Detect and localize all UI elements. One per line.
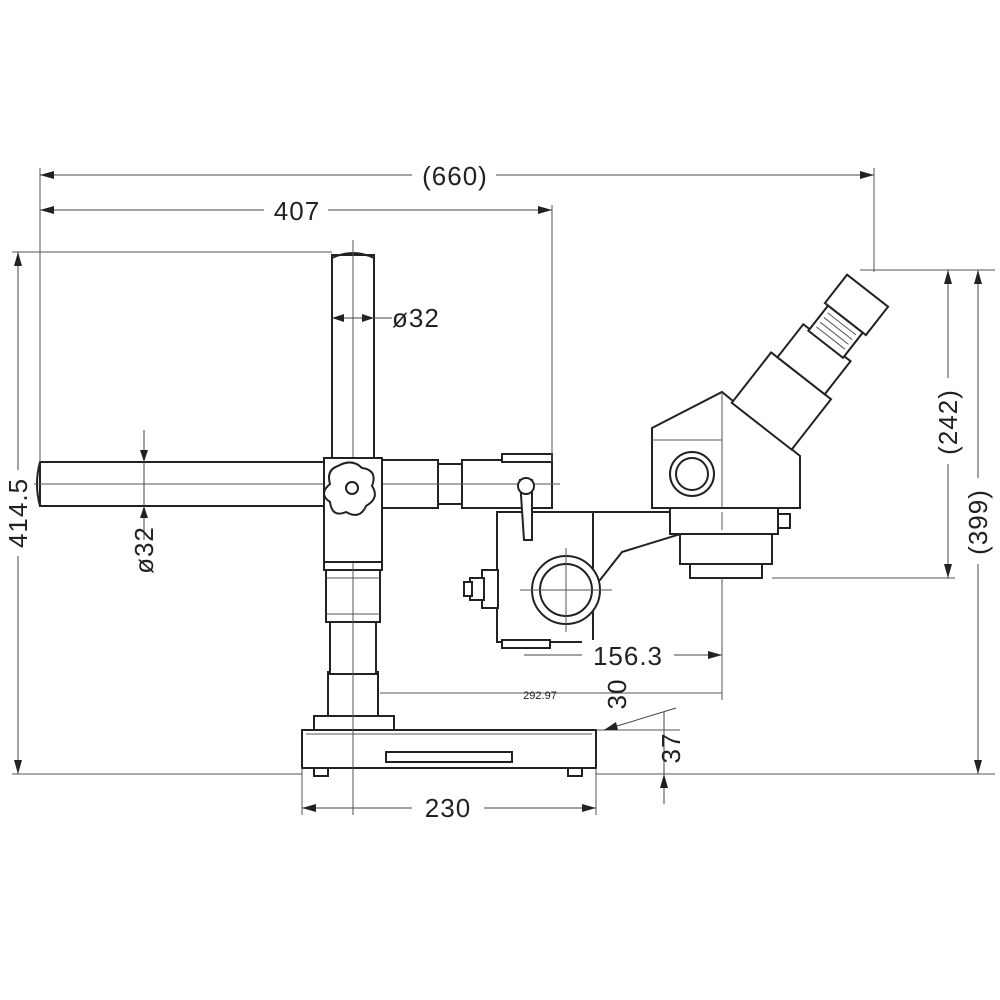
pillar-diameter-label: ø32	[392, 303, 440, 333]
head-height-label: (242)	[933, 389, 963, 455]
overall-height-label: 414.5	[3, 478, 33, 548]
dim-arm-reach: 407	[40, 194, 552, 226]
dim-base-width: 230	[302, 792, 596, 824]
base-thickness-label: 37	[656, 733, 686, 764]
dim-overall-height: 414.5	[2, 252, 34, 774]
dim-focus-offset: 156.3	[524, 640, 722, 671]
pillar-clamp	[323, 457, 383, 563]
total-head-height-label: (399)	[963, 489, 993, 555]
dim-base-thickness: 37	[656, 712, 686, 804]
microscope-head	[651, 273, 890, 579]
overall-width-label: (660)	[422, 161, 488, 191]
dim-pillar-diameter: ø32	[332, 303, 440, 333]
base-plate	[301, 715, 597, 777]
dim-focus-reach: 292.97	[523, 690, 557, 702]
base-height-label: 30	[602, 679, 632, 710]
arm-diameter-label: ø32	[129, 526, 159, 574]
dim-base-height: 30	[602, 679, 677, 731]
arm-reach-label: 407	[274, 196, 320, 226]
dim-total-head-height: (399)	[962, 270, 998, 774]
dim-head-height: (242)	[930, 270, 966, 578]
focus-offset-label: 156.3	[593, 641, 663, 671]
dim-arm-diameter: ø32	[129, 430, 159, 574]
dim-overall-width: (660)	[40, 158, 874, 191]
extension-lines	[12, 168, 995, 815]
horizontal-arm	[20, 453, 560, 509]
focus-reach-label: 292.97	[523, 690, 557, 702]
base-width-label: 230	[425, 793, 471, 823]
